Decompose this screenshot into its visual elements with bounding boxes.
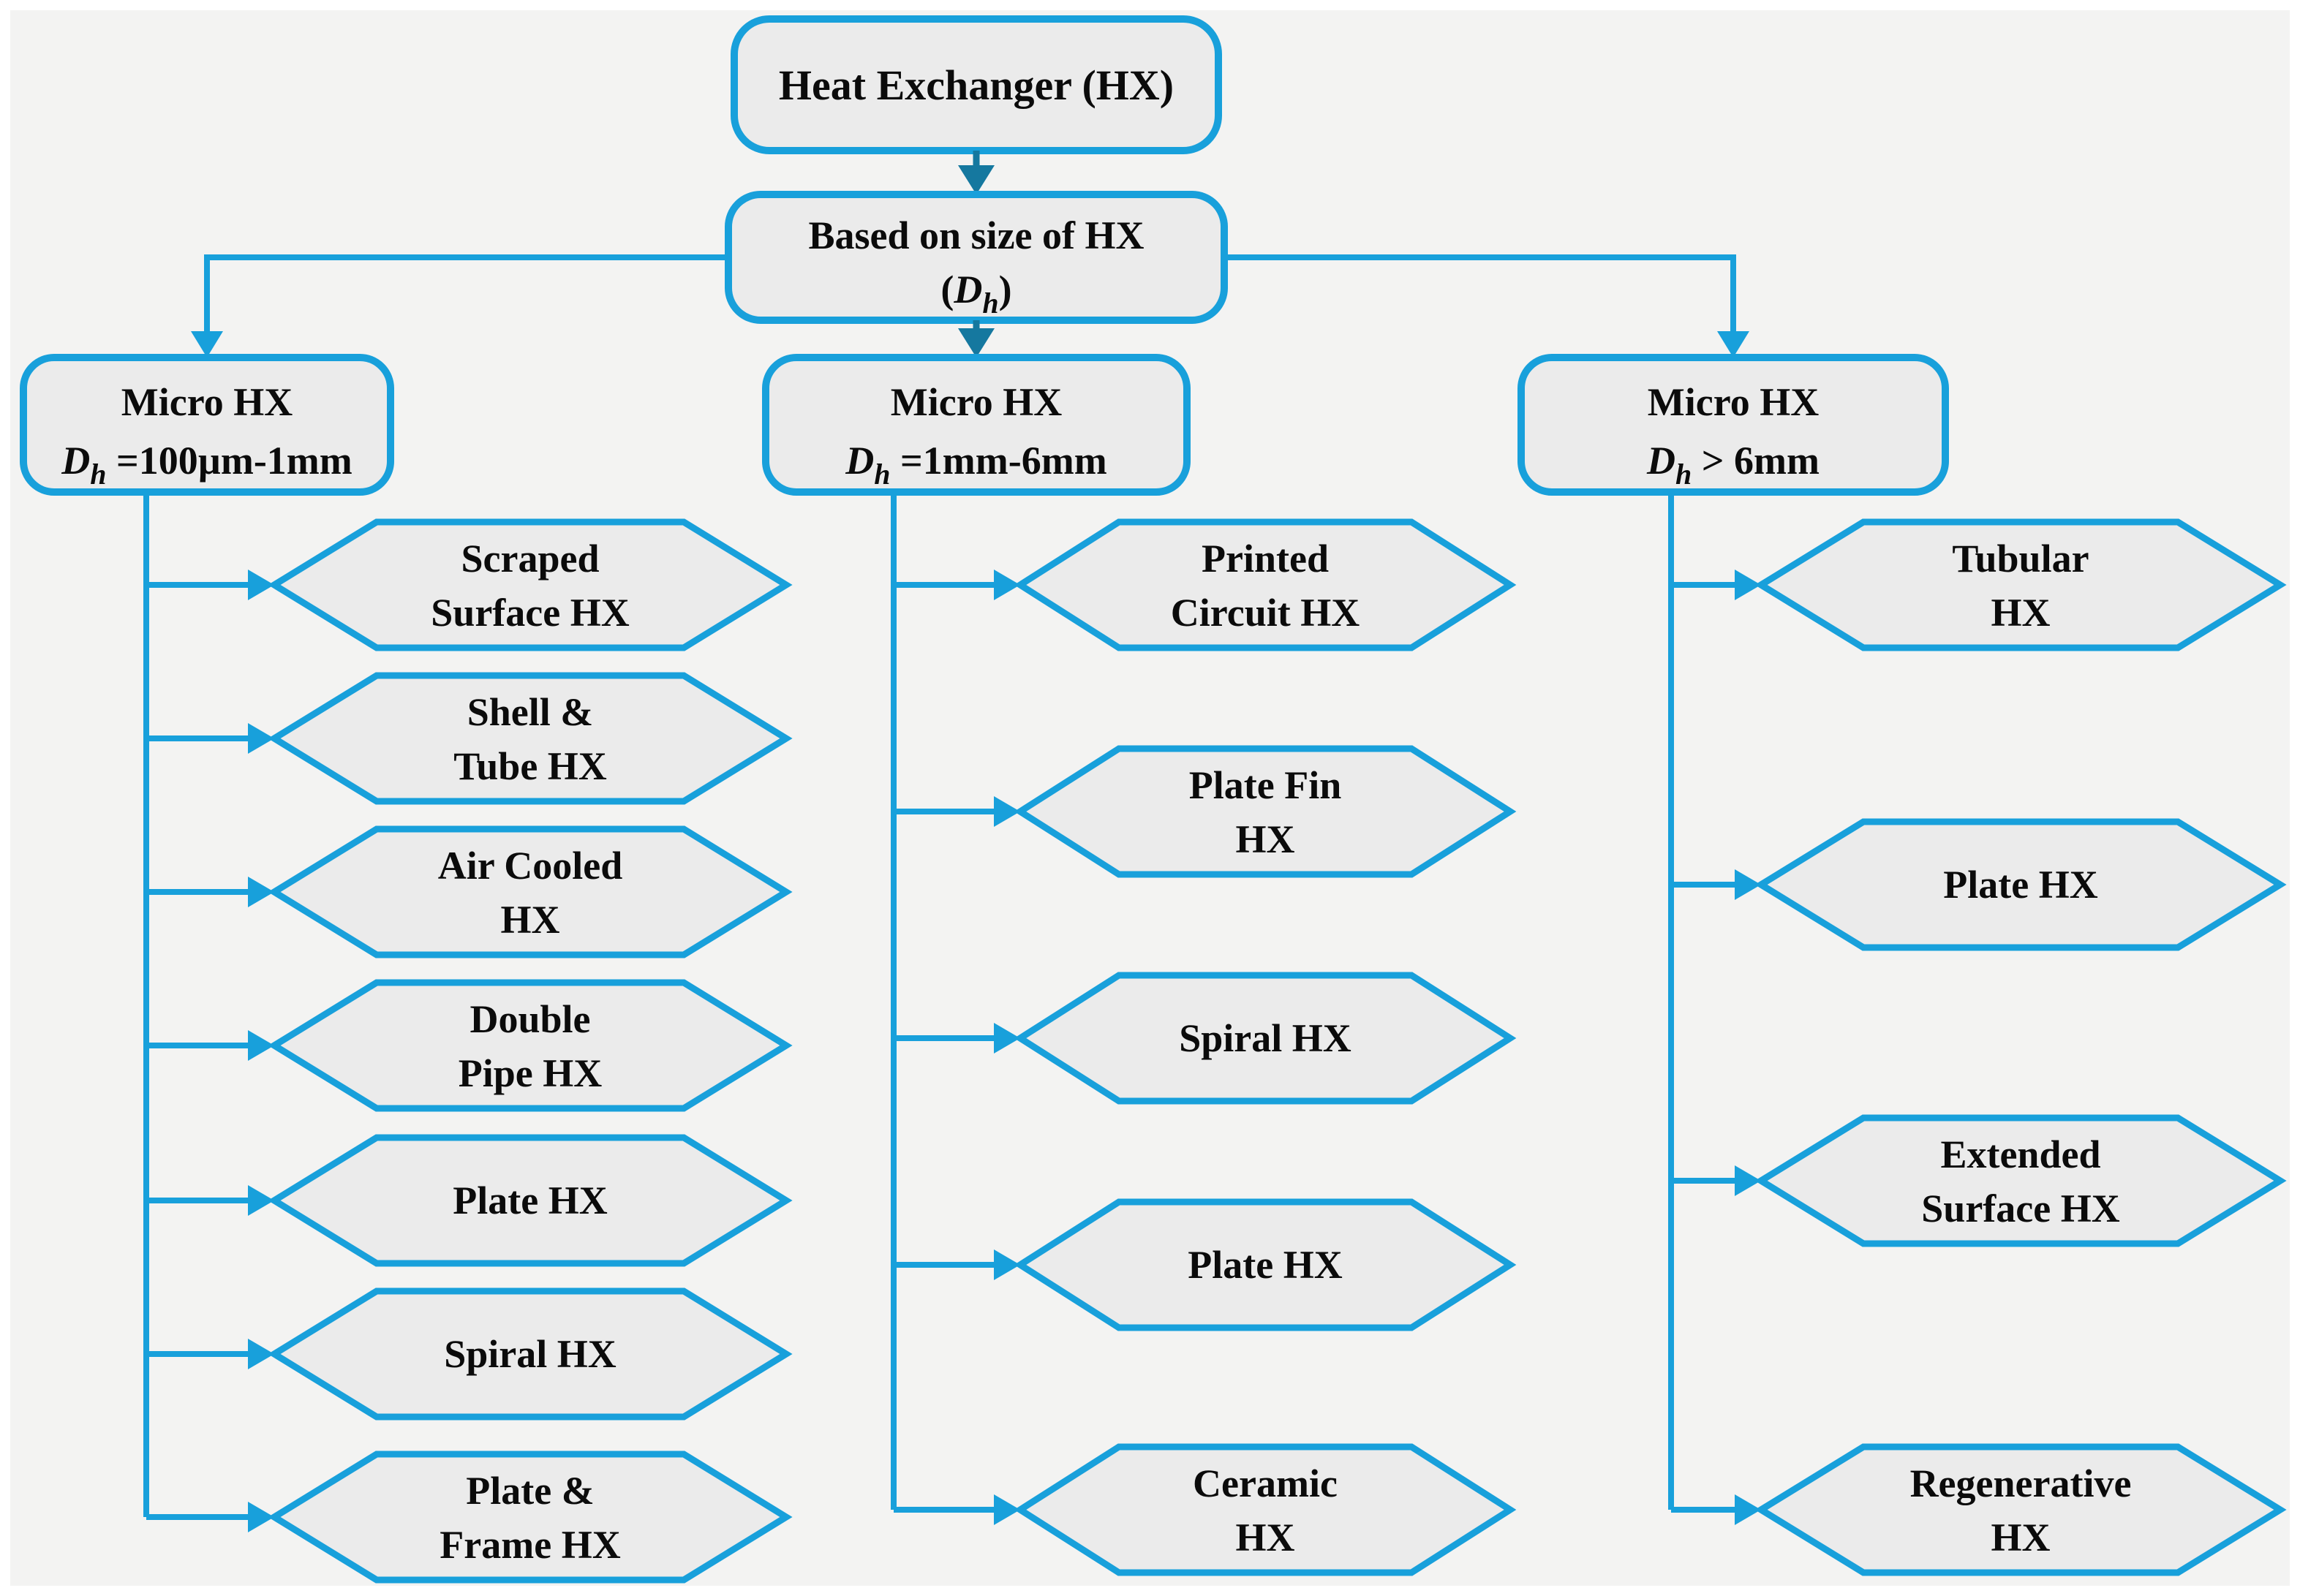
hexagon-label: Plate HX xyxy=(453,1179,607,1222)
column-header-range: Dh =1mm-6mm xyxy=(845,439,1106,491)
hexagon-label: Plate HX xyxy=(1188,1243,1342,1287)
right-arrow-icon xyxy=(248,1185,274,1216)
right-arrow-icon xyxy=(248,1502,274,1532)
hexagon-label: Plate &Frame HX xyxy=(440,1469,620,1567)
hexagon-air-cooled-hx xyxy=(268,825,793,958)
right-arrow-icon xyxy=(248,723,274,754)
connector-size-to-right xyxy=(1224,254,1749,358)
right-arrow-icon xyxy=(1735,869,1761,900)
right-arrow-icon xyxy=(994,1023,1020,1054)
column-header-title: Micro HX xyxy=(891,380,1062,424)
down-arrow-icon xyxy=(1717,331,1749,358)
down-arrow-icon xyxy=(958,328,995,358)
right-arrow-icon xyxy=(994,796,1020,827)
hexagon-tubular-hx xyxy=(1754,518,2287,651)
right-arrow-icon xyxy=(1735,570,1761,600)
trunk-middle xyxy=(891,489,1020,1525)
hexagon-regenerative-hx xyxy=(1754,1443,2287,1576)
size-node-line1: Based on size of HX xyxy=(809,213,1145,257)
right-arrow-icon xyxy=(248,877,274,907)
hexagon-spiral-hx-middle xyxy=(1014,972,1517,1105)
hexagon-plate-hx-left xyxy=(268,1134,793,1267)
trunk-left xyxy=(143,489,274,1532)
connector-size-to-middle xyxy=(958,320,995,358)
column-header-micro-gt-6mm xyxy=(1517,354,1949,496)
right-arrow-icon xyxy=(994,570,1020,600)
hexagon-label: Spiral HX xyxy=(444,1332,617,1376)
hexagon-label: Plate HX xyxy=(1943,863,2097,907)
hexagon-scraped-surface-hx xyxy=(268,518,793,651)
hexagon-spiral-hx-left xyxy=(268,1287,793,1421)
right-arrow-icon xyxy=(1735,1165,1761,1196)
column-header-range: Dh =100µm-1mm xyxy=(61,439,352,491)
right-arrow-icon xyxy=(1735,1494,1761,1525)
hexagon-shell-tube-hx xyxy=(268,672,793,805)
connector-line xyxy=(1224,254,1736,332)
hexagon-plate-hx-middle xyxy=(1014,1198,1517,1331)
column-header-title: Micro HX xyxy=(1648,380,1819,424)
hexagon-extended-surface-hx xyxy=(1754,1114,2287,1247)
hexagon-ceramic-hx xyxy=(1014,1443,1517,1576)
hexagon-plate-frame-hx xyxy=(268,1451,793,1584)
hexagon-plate-hx-right xyxy=(1754,818,2287,951)
connector-line xyxy=(204,254,728,332)
trunk-right xyxy=(1668,489,1761,1525)
connector-root-to-size xyxy=(958,151,995,194)
column-header-micro-100um-1mm xyxy=(20,354,394,496)
root-node-label: Heat Exchanger (HX) xyxy=(779,61,1174,109)
down-arrow-icon xyxy=(958,165,995,194)
connector-size-to-left xyxy=(191,254,728,358)
column-header-range: Dh > 6mm xyxy=(1646,439,1820,491)
hexagon-plate-fin-hx xyxy=(1014,745,1517,878)
hexagon-double-pipe-hx xyxy=(268,979,793,1112)
column-header-micro-1mm-6mm xyxy=(762,354,1191,496)
hexagon-label: Spiral HX xyxy=(1179,1016,1351,1060)
right-arrow-icon xyxy=(994,1249,1020,1280)
right-arrow-icon xyxy=(248,570,274,600)
hexagon-printed-circuit-hx xyxy=(1014,518,1517,651)
down-arrow-icon xyxy=(191,331,223,358)
right-arrow-icon xyxy=(994,1494,1020,1525)
column-header-title: Micro HX xyxy=(121,380,293,424)
hexagon-label: Shell &Tube HX xyxy=(453,690,607,788)
size-node-line2: (Dh) xyxy=(940,268,1011,319)
right-arrow-icon xyxy=(248,1030,274,1061)
right-arrow-icon xyxy=(248,1339,274,1369)
